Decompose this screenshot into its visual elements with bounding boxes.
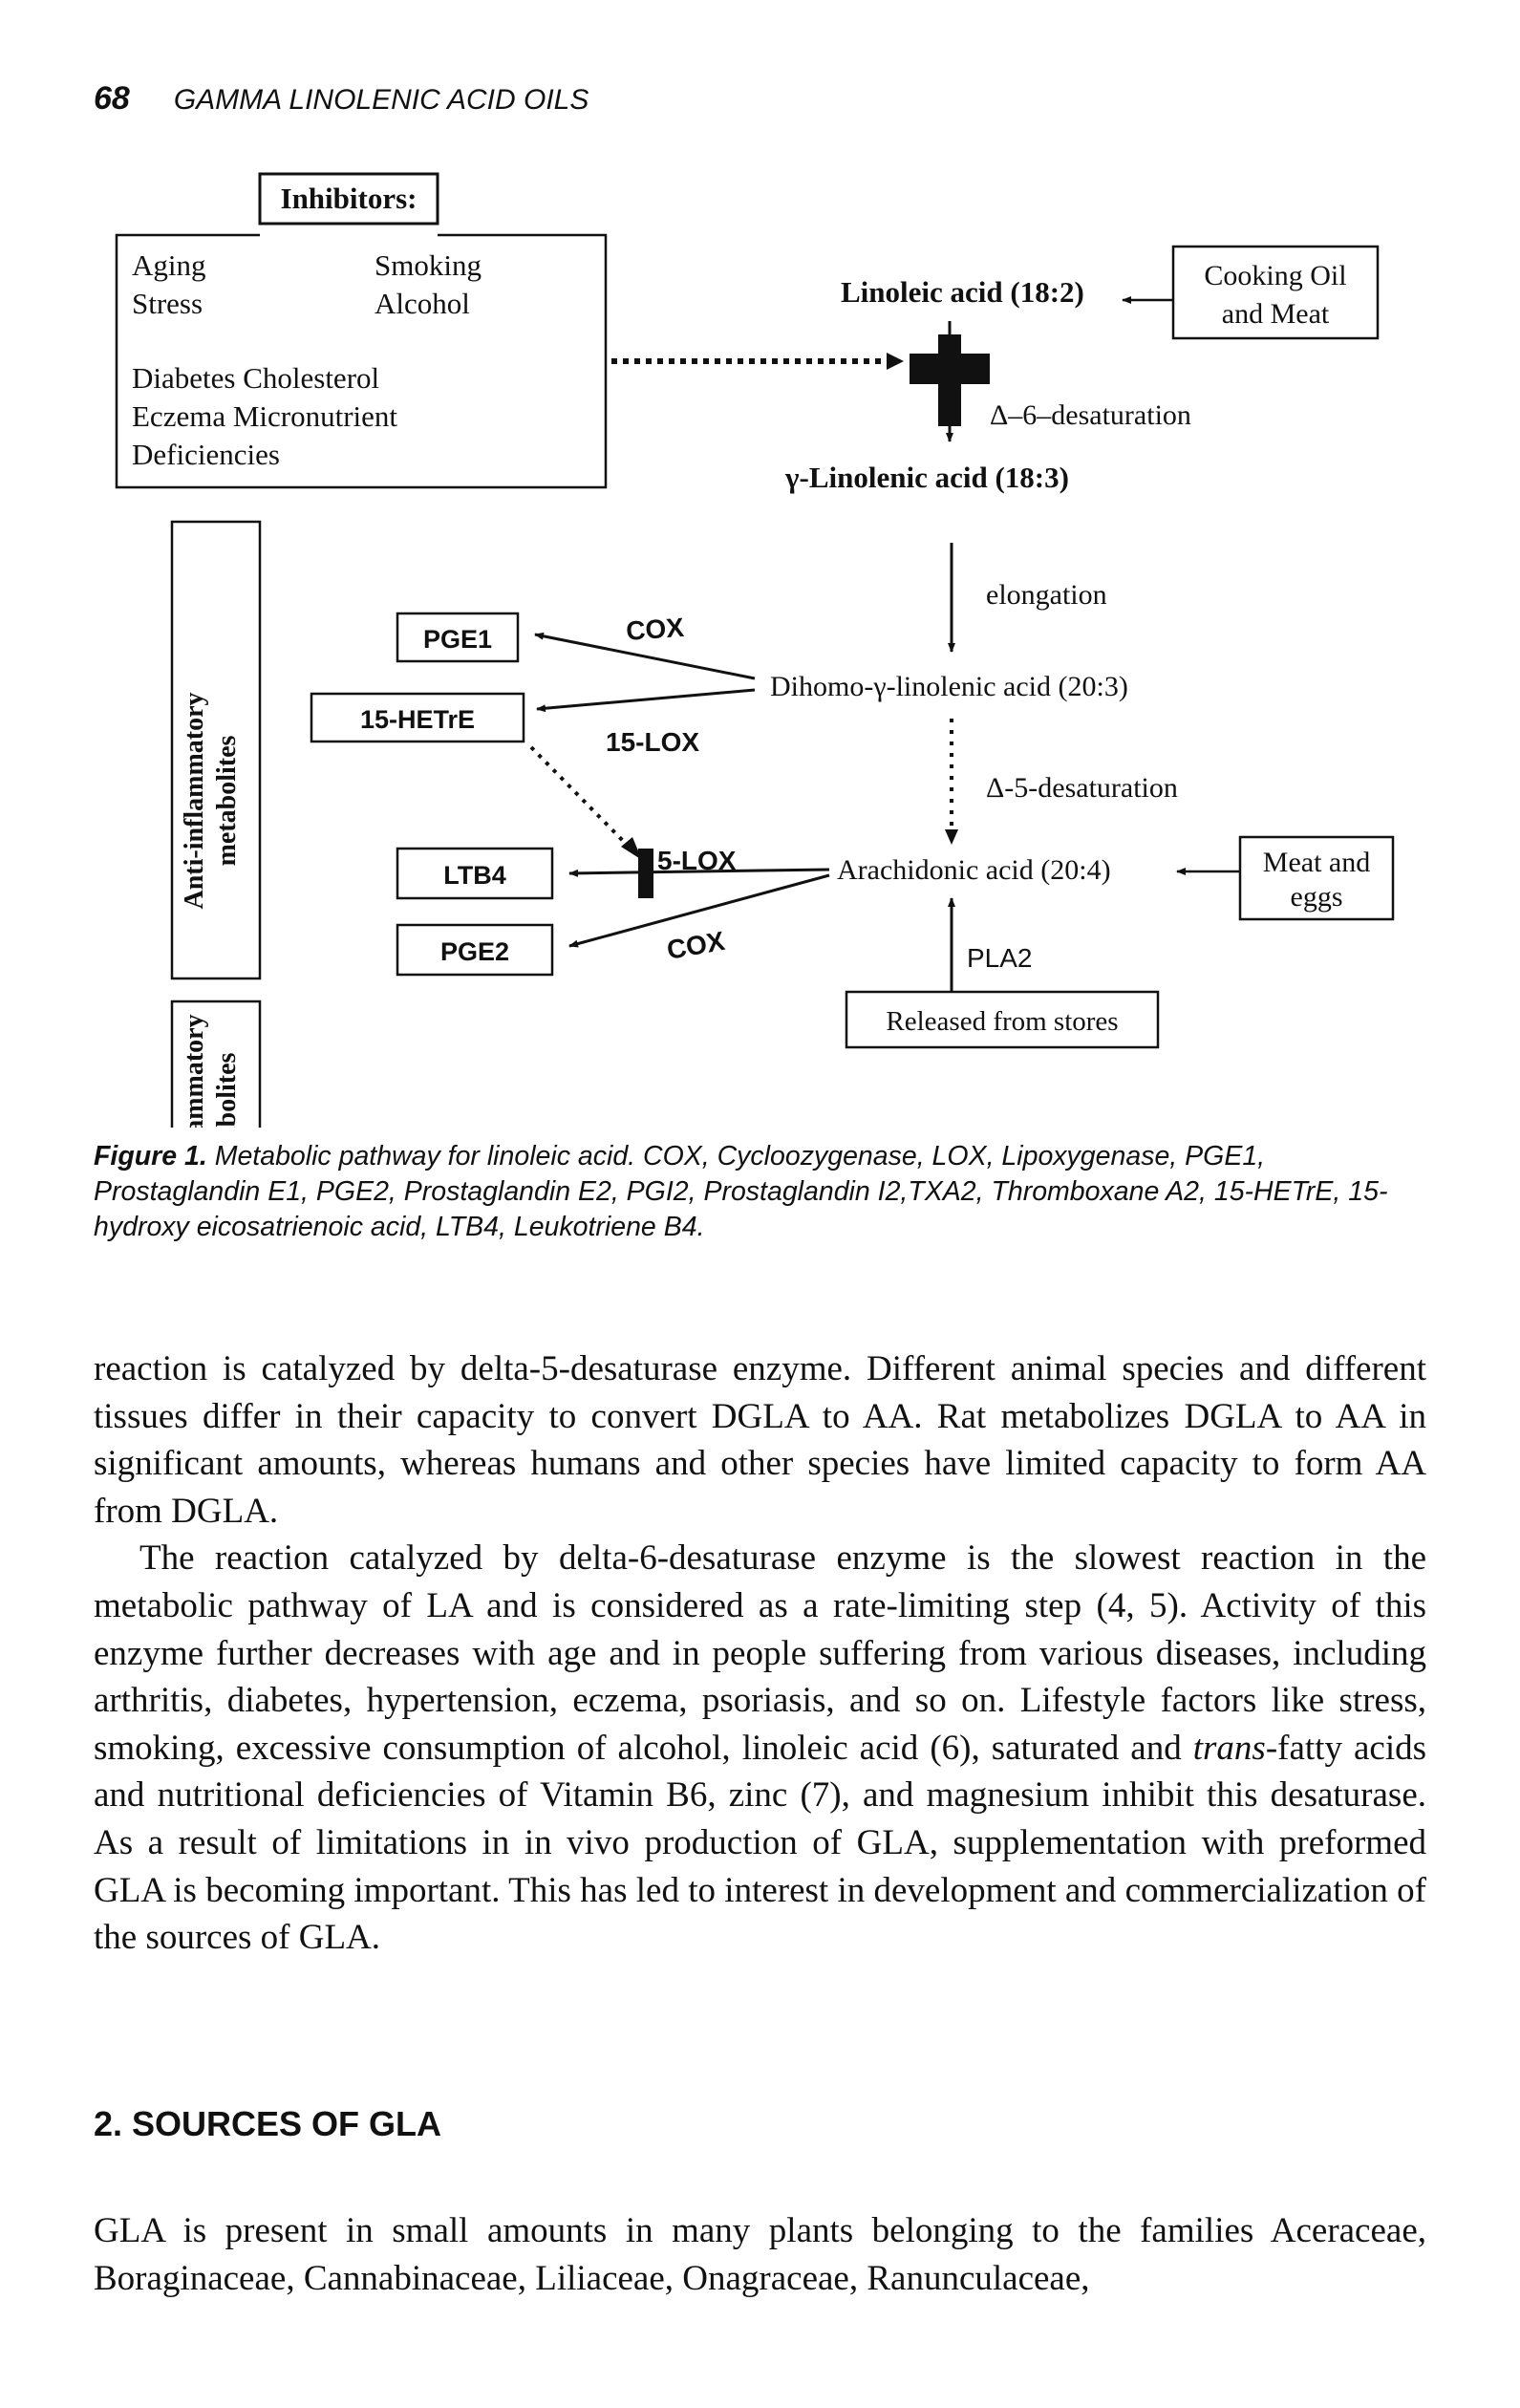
paragraph-1: reaction is catalyzed by delta-5-desatur… bbox=[94, 1349, 1426, 1531]
paragraph-2-part-a: The reaction catalyzed by delta-6-desatu… bbox=[94, 1538, 1426, 1768]
released-from-stores-label: Released from stores bbox=[886, 1006, 1118, 1037]
paragraph-2-part-b: -fatty acids and nutritional deficiencie… bbox=[94, 1728, 1426, 1958]
meat-eggs-line2: eggs bbox=[1291, 881, 1343, 913]
inhibitor-aging: Aging bbox=[132, 248, 206, 282]
figure-label: Figure 1. bbox=[94, 1141, 207, 1172]
pro-metabolites-label: metabolites bbox=[212, 1052, 242, 1128]
lox15-label: 15-LOX bbox=[606, 727, 699, 757]
gla-label: γ-Linolenic acid (18:3) bbox=[784, 461, 1069, 494]
d5-desaturation-label: Δ-5-desaturation bbox=[986, 772, 1178, 804]
elongation-label: elongation bbox=[986, 579, 1107, 611]
hetre-box bbox=[310, 692, 525, 743]
lox5-label: 5-LOX bbox=[657, 846, 737, 875]
running-title: GAMMA LINOLENIC ACID OILS bbox=[173, 84, 589, 116]
lox5-arrow bbox=[568, 868, 830, 877]
pge1-box bbox=[396, 612, 520, 663]
meat-eggs-box bbox=[1238, 835, 1395, 921]
section-heading: 2. SOURCES OF GLA bbox=[94, 2104, 442, 2143]
page-number: 68 bbox=[94, 80, 130, 117]
pge2-label: PGE2 bbox=[440, 937, 509, 966]
hetre-label: 15-HETrE bbox=[360, 705, 475, 734]
lox5-block bbox=[638, 849, 653, 898]
ltb4-box bbox=[396, 847, 554, 900]
linoleic-acid-label: Linoleic acid (18:2) bbox=[841, 275, 1084, 309]
pge1-label: PGE1 bbox=[423, 625, 492, 654]
cox-top-label: COX bbox=[625, 613, 685, 646]
cox-bottom-arrow bbox=[568, 873, 830, 948]
pro-inflammatory-label-box bbox=[170, 1000, 262, 1128]
paragraph-2-trans: trans bbox=[1192, 1728, 1266, 1768]
anti-inflammatory-label-box bbox=[170, 520, 262, 980]
dgla-label: Dihomo-γ-linolenic acid (20:3) bbox=[770, 671, 1128, 702]
paragraph-2: The reaction catalyzed by delta-6-desatu… bbox=[94, 1535, 1426, 1961]
anti-inflammatory-label: Anti-inflammatory bbox=[180, 692, 209, 909]
cooking-oil-line1: Cooking Oil bbox=[1204, 260, 1346, 291]
body-text: reaction is catalyzed by delta-5-desatur… bbox=[94, 1345, 1426, 1962]
cox-top-arrow bbox=[534, 632, 756, 680]
body-text-2: GLA is present in small amounts in many … bbox=[94, 2207, 1426, 2302]
inhibitor-alcohol: Alcohol bbox=[375, 287, 470, 320]
paragraph-3: GLA is present in small amounts in many … bbox=[94, 2211, 1426, 2298]
inhibitors-title: Inhibitors: bbox=[281, 182, 417, 215]
d6-desaturation-label: Δ–6–desaturation bbox=[990, 399, 1191, 431]
arachidonic-acid-label: Arachidonic acid (20:4) bbox=[837, 854, 1111, 886]
lox15-arrow bbox=[536, 688, 756, 713]
released-box bbox=[845, 990, 1160, 1049]
ltb4-label: LTB4 bbox=[443, 861, 506, 890]
figure-caption: Figure 1. Metabolic pathway for linoleic… bbox=[94, 1139, 1426, 1245]
caption-text: Metabolic pathway for linoleic acid. COX… bbox=[94, 1141, 1388, 1242]
hetre-inhibition-dots bbox=[529, 745, 632, 850]
inhibitor-eczema-micronutrient: Eczema Micronutrient bbox=[132, 399, 397, 433]
inhibitor-stress: Stress bbox=[132, 287, 203, 320]
pla2-label: PLA2 bbox=[967, 943, 1033, 973]
running-header: 68 GAMMA LINOLENIC ACID OILS bbox=[94, 80, 589, 118]
pge2-box bbox=[396, 923, 554, 977]
cooking-oil-box bbox=[1171, 245, 1380, 340]
inhibitor-diabetes-cholesterol: Diabetes Cholesterol bbox=[132, 361, 379, 395]
anti-metabolites-label: metabolites bbox=[212, 735, 242, 866]
metabolic-pathway-figure: Inhibitors: Aging Smoking Stress Alcohol… bbox=[115, 172, 1395, 1128]
pro-inflammatory-label: Pro-inflammatory bbox=[180, 1014, 209, 1128]
inhibitor-smoking: Smoking bbox=[375, 248, 482, 282]
inhibitors-box: Inhibitors: Aging Smoking Stress Alcohol… bbox=[115, 172, 608, 489]
inhibitor-deficiencies: Deficiencies bbox=[132, 438, 280, 471]
meat-eggs-line1: Meat and bbox=[1263, 847, 1370, 878]
cooking-oil-line2: and Meat bbox=[1222, 298, 1330, 330]
cox-bottom-label: COX bbox=[665, 926, 727, 965]
